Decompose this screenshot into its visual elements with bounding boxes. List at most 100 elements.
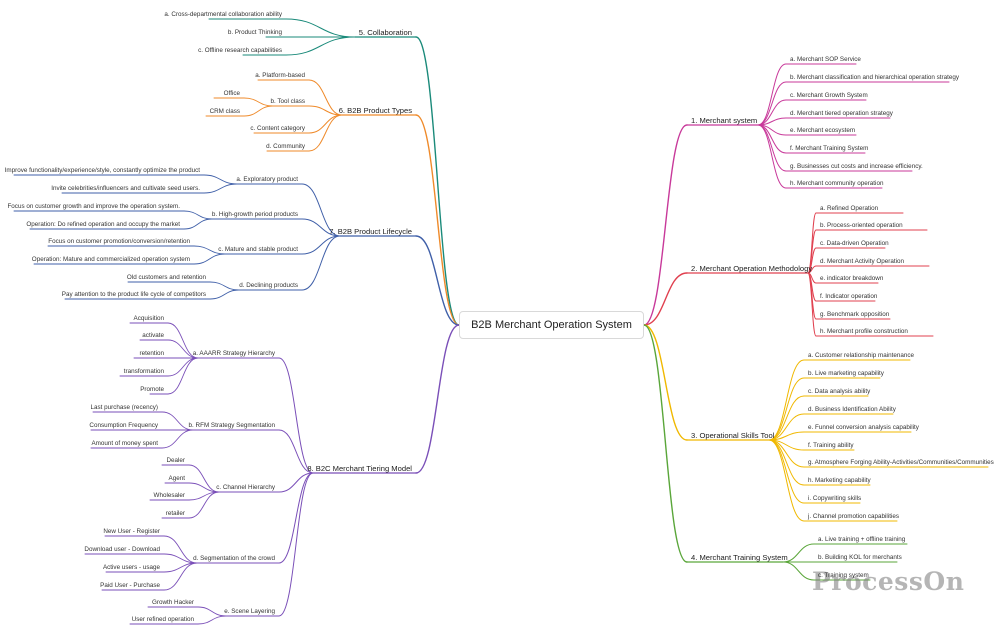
topic-skills-tool-9[interactable]: j. Channel promotion capabilities <box>808 513 900 520</box>
topic-tiering-model-1[interactable]: b. RFM Strategy Segmentation <box>188 422 275 429</box>
subtopic-tiering-model-0-1[interactable]: activate <box>142 332 164 339</box>
branch-label-skills-tool[interactable]: 3. Operational Skills Tool <box>691 431 775 440</box>
subtopic-link-product-lifecycle-1-1 <box>183 218 213 230</box>
topic-operation-methodology-5[interactable]: f. Indicator operation <box>820 293 878 300</box>
subtopic-product-lifecycle-2-0[interactable]: Focus on customer promotion/conversion/r… <box>48 238 190 245</box>
topic-operation-methodology-3[interactable]: d. Merchant Activity Operation <box>820 258 904 265</box>
topic-merchant-system-4[interactable]: e. Merchant ecosystem <box>790 127 856 134</box>
subtopic-product-lifecycle-1-0[interactable]: Focus on customer growth and improve the… <box>7 203 180 210</box>
topic-collaboration-2[interactable]: c. Offline research capabilities <box>198 47 282 54</box>
topic-product-types-3[interactable]: d. Community <box>266 143 305 150</box>
subtopic-tiering-model-4-0[interactable]: Growth Hacker <box>152 599 194 606</box>
topic-training-system-0[interactable]: a. Live training + offline training <box>818 536 906 543</box>
subtopic-product-lifecycle-0-1[interactable]: Invite celebrities/influencers and culti… <box>51 185 200 192</box>
branch-label-merchant-system[interactable]: 1. Merchant system <box>691 116 758 125</box>
topic-skills-tool-6[interactable]: g. Atmosphere Forging Ability-Activities… <box>808 459 994 466</box>
topic-link-training-system-0 <box>782 543 815 563</box>
branch-label-product-lifecycle[interactable]: 7. B2B Product Lifecycle <box>329 227 412 236</box>
branch-label-training-system[interactable]: 4. Merchant Training System <box>691 553 788 562</box>
topic-merchant-system-0[interactable]: a. Merchant SOP Service <box>790 56 861 63</box>
branch-label-tiering-model[interactable]: 8. B2C Merchant Tiering Model <box>307 464 412 473</box>
topic-merchant-system-1[interactable]: b. Merchant classification and hierarchi… <box>790 74 960 81</box>
subtopic-product-lifecycle-3-1[interactable]: Pay attention to the product life cycle … <box>61 291 206 298</box>
topic-skills-tool-5[interactable]: f. Training ability <box>808 442 854 449</box>
topic-skills-tool-8[interactable]: i. Copywriting skills <box>808 495 862 502</box>
central-topic[interactable]: B2B Merchant Operation System <box>459 311 644 339</box>
branch-link-operation-methodology <box>643 272 688 326</box>
subtopic-product-lifecycle-3-0[interactable]: Old customers and retention <box>126 274 206 281</box>
subtopic-tiering-model-3-0[interactable]: New User - Register <box>103 528 160 535</box>
topic-collaboration-1[interactable]: b. Product Thinking <box>227 29 282 36</box>
topic-link-product-types-2 <box>308 114 343 134</box>
topic-collaboration-0[interactable]: a. Cross-departmental collaboration abil… <box>164 11 282 18</box>
topic-link-merchant-system-7 <box>757 124 787 189</box>
topic-training-system-2[interactable]: c. Training system <box>818 572 869 579</box>
branch-link-skills-tool <box>643 324 688 441</box>
topic-product-lifecycle-0[interactable]: a. Exploratory product <box>236 176 298 183</box>
topic-tiering-model-3[interactable]: d. Segmentation of the crowd <box>193 555 275 562</box>
topic-product-types-1[interactable]: b. Tool class <box>270 98 305 105</box>
topic-product-lifecycle-1[interactable]: b. High-growth period products <box>211 211 298 218</box>
topic-skills-tool-3[interactable]: d. Business Identification Ability <box>808 406 896 413</box>
topic-product-lifecycle-2[interactable]: c. Mature and stable product <box>218 246 298 253</box>
subtopic-tiering-model-0-0[interactable]: Acquisition <box>133 315 164 322</box>
topic-operation-methodology-6[interactable]: g. Benchmark opposition <box>820 311 890 318</box>
branch-label-collaboration[interactable]: 5. Collaboration <box>358 28 412 37</box>
subtopic-tiering-model-4-1[interactable]: User refined operation <box>131 616 194 623</box>
branch-label-product-types[interactable]: 6. B2B Product Types <box>338 106 412 115</box>
subtopic-tiering-model-2-2[interactable]: Wholesaler <box>153 492 186 499</box>
subtopic-product-lifecycle-0-0[interactable]: Improve functionality/experience/style, … <box>4 167 200 174</box>
subtopic-link-tiering-model-2-1 <box>188 482 220 493</box>
topic-operation-methodology-4[interactable]: e. indicator breakdown <box>820 275 884 282</box>
subtopic-product-types-1-1[interactable]: CRM class <box>209 108 240 115</box>
subtopic-link-product-types-1-1 <box>243 105 274 117</box>
subtopic-link-tiering-model-2-3 <box>188 491 220 519</box>
subtopic-tiering-model-2-3[interactable]: retailer <box>165 510 185 517</box>
topic-link-merchant-system-1 <box>757 81 787 126</box>
topic-merchant-system-5[interactable]: f. Merchant Training System <box>790 145 869 152</box>
subtopic-tiering-model-3-2[interactable]: Active users - usage <box>102 564 160 571</box>
subtopic-link-product-types-1-0 <box>243 97 274 107</box>
subtopic-tiering-model-2-0[interactable]: Dealer <box>166 457 185 464</box>
subtopic-tiering-model-0-4[interactable]: Promote <box>140 386 164 393</box>
topic-merchant-system-2[interactable]: c. Merchant Growth System <box>790 92 868 99</box>
branch-link-collaboration <box>415 36 460 326</box>
topic-merchant-system-7[interactable]: h. Merchant community operation <box>790 180 884 187</box>
topic-operation-methodology-1[interactable]: b. Process-oriented operation <box>820 222 903 229</box>
topic-link-skills-tool-2 <box>768 395 805 441</box>
topic-tiering-model-4[interactable]: e. Scene Layering <box>224 608 275 615</box>
topic-skills-tool-2[interactable]: c. Data analysis ability <box>808 388 871 395</box>
topic-operation-methodology-7[interactable]: h. Merchant profile construction <box>820 328 908 335</box>
subtopic-tiering-model-0-3[interactable]: transformation <box>123 368 164 375</box>
topic-link-product-types-1 <box>308 105 343 116</box>
topic-link-product-lifecycle-2 <box>301 235 341 255</box>
topic-merchant-system-6[interactable]: g. Businesses cut costs and increase eff… <box>790 163 923 170</box>
branch-label-operation-methodology[interactable]: 2. Merchant Operation Methodology <box>691 264 813 273</box>
subtopic-tiering-model-0-2[interactable]: retention <box>139 350 164 357</box>
topic-training-system-1[interactable]: b. Building KOL for merchants <box>818 554 902 561</box>
topic-product-types-2[interactable]: c. Content category <box>250 125 305 132</box>
subtopic-product-types-1-0[interactable]: Office <box>223 90 240 97</box>
subtopic-tiering-model-3-1[interactable]: Download user - Download <box>84 546 160 553</box>
topic-product-types-0[interactable]: a. Platform-based <box>255 72 305 79</box>
topic-tiering-model-2[interactable]: c. Channel Hierarchy <box>216 484 275 491</box>
topic-merchant-system-3[interactable]: d. Merchant tiered operation strategy <box>790 110 893 117</box>
topic-skills-tool-4[interactable]: e. Funnel conversion analysis capability <box>808 424 919 431</box>
topic-operation-methodology-0[interactable]: a. Refined Operation <box>820 205 879 212</box>
topic-skills-tool-7[interactable]: h. Marketing capability <box>808 477 871 484</box>
subtopic-tiering-model-1-0[interactable]: Last purchase (recency) <box>90 404 158 411</box>
subtopic-tiering-model-1-1[interactable]: Consumption Frequency <box>89 422 158 429</box>
topic-tiering-model-0[interactable]: a. AAARR Strategy Hierarchy <box>192 350 275 357</box>
subtopic-link-tiering-model-4-0 <box>197 606 227 617</box>
topic-skills-tool-0[interactable]: a. Customer relationship maintenance <box>808 352 915 359</box>
topic-product-lifecycle-3[interactable]: d. Declining products <box>239 282 298 289</box>
topic-link-product-lifecycle-0 <box>301 183 341 237</box>
subtopic-product-lifecycle-1-1[interactable]: Operation: Do refined operation and occu… <box>26 221 180 228</box>
subtopic-product-lifecycle-2-1[interactable]: Operation: Mature and commercialized ope… <box>31 256 190 263</box>
topic-operation-methodology-2[interactable]: c. Data-driven Operation <box>820 240 889 247</box>
subtopic-tiering-model-2-1[interactable]: Agent <box>168 475 185 482</box>
subtopic-tiering-model-1-2[interactable]: Amount of money spent <box>91 440 158 447</box>
topic-skills-tool-1[interactable]: b. Live marketing capability <box>808 370 884 377</box>
subtopic-tiering-model-3-3[interactable]: Paid User - Purchase <box>100 582 160 589</box>
